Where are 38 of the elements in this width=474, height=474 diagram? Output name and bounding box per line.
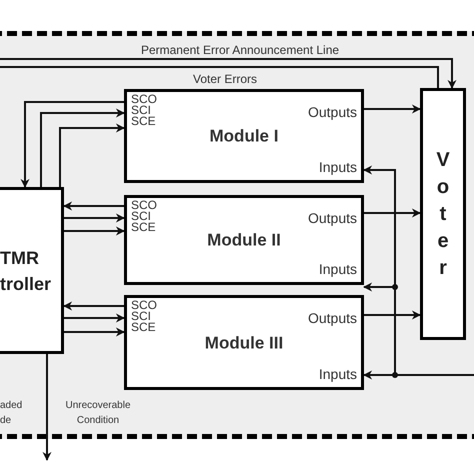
port-label: Outputs	[308, 103, 357, 122]
voter-box	[420, 88, 466, 340]
module-box	[124, 295, 364, 390]
connector-arrow	[0, 58, 456, 89]
port-label: Inputs	[318, 158, 357, 177]
connector-arrow	[364, 310, 421, 320]
port-label: SCI	[131, 311, 152, 322]
controller-title: TMR troller	[0, 246, 52, 296]
port-label: SCO	[131, 94, 158, 105]
module-title: Module III	[204, 332, 284, 354]
port-label: SCI	[131, 211, 152, 222]
module-box	[124, 195, 364, 285]
port-label: SCO	[131, 300, 158, 311]
port-label: Inputs	[318, 260, 357, 279]
connector-arrow	[20, 101, 124, 188]
connector-arrow	[364, 208, 421, 218]
connector-arrow	[64, 214, 125, 222]
connector-arrow	[64, 314, 125, 322]
connector-arrow	[64, 328, 125, 336]
connector-arrow	[40, 108, 125, 187]
port-label: SCI	[131, 105, 152, 116]
port-label: Outputs	[308, 209, 357, 228]
port-label: SCE	[131, 322, 156, 333]
module-title: Module I	[208, 125, 280, 148]
connector-arrow	[64, 226, 125, 236]
connector-arrow	[364, 104, 421, 114]
connector-arrow	[63, 202, 124, 210]
connector-arrow	[63, 302, 124, 310]
module-box	[124, 89, 364, 183]
connector-arrow	[42, 354, 52, 461]
controller-box	[0, 187, 64, 354]
port-label: SCE	[131, 116, 156, 127]
port-label: Outputs	[308, 309, 357, 328]
port-label: Inputs	[318, 365, 357, 384]
voter-title: Voter	[436, 148, 450, 281]
connector-arrow	[59, 124, 125, 187]
port-label: SCO	[131, 200, 158, 211]
port-label: SCE	[131, 222, 156, 233]
